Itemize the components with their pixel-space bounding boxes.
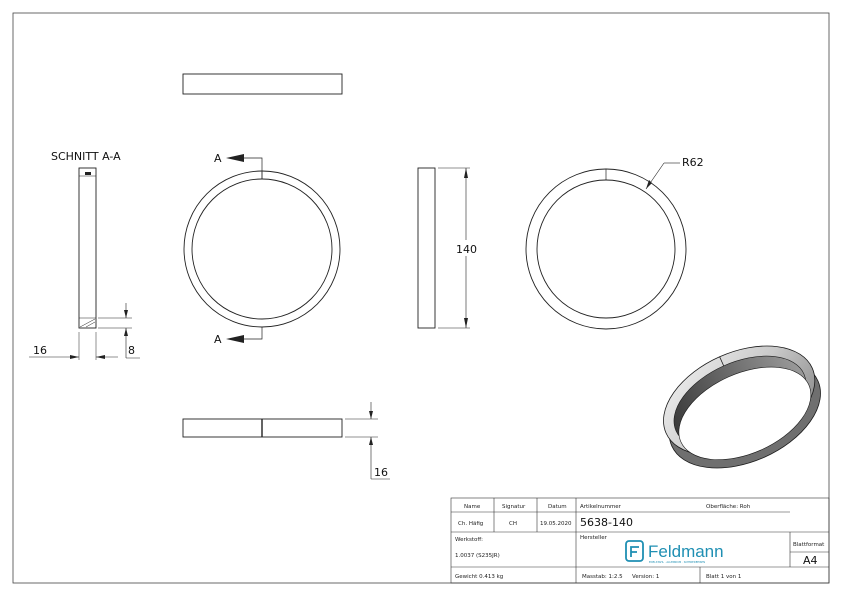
tb-artikel-label: Artikelnummer xyxy=(580,504,622,510)
tb-blattformat-label: Blattformat xyxy=(793,542,825,548)
tb-blattformat-value: A4 xyxy=(803,554,818,567)
tb-werkstoff-label: Werkstoff: xyxy=(455,537,483,543)
sheet-border xyxy=(12,12,830,584)
dim-radius: R62 xyxy=(682,156,704,169)
tb-oberflaeche: Oberfläche: Roh xyxy=(706,504,751,510)
feldmann-logo: Feldmann EDELSTAHL · ALUMINIUM · SCHMIED… xyxy=(625,540,724,564)
dim-diameter: 140 xyxy=(456,243,477,256)
tb-col-datum: Datum xyxy=(548,504,567,510)
tb-hersteller-label: Hersteller xyxy=(580,535,608,541)
dim-section-thickness: 8 xyxy=(128,344,135,357)
bottom-view: 16 xyxy=(182,402,390,480)
tb-artikel-value: 5638-140 xyxy=(580,516,633,529)
tb-col-signatur: Signatur xyxy=(502,504,526,510)
dim-section-width: 16 xyxy=(33,344,47,357)
brand-name: Feldmann xyxy=(648,542,724,561)
iso-ring-render xyxy=(663,345,821,469)
tb-version: Version: 1 xyxy=(632,574,659,580)
tb-blatt: Blatt 1 von 1 xyxy=(706,574,741,580)
section-marker-bottom: A xyxy=(214,333,222,346)
section-a-a-view: SCHNITT A-A 16 8 xyxy=(29,150,140,360)
title-block xyxy=(450,497,830,584)
tb-signatur: CH xyxy=(509,521,517,527)
tb-col-name: Name xyxy=(464,504,481,510)
tb-massstab: Masstab: 1:2.5 xyxy=(582,574,623,580)
tb-datum: 19.05.2020 xyxy=(540,521,572,527)
tb-werkstoff-value: 1.0037 (S235JR) xyxy=(455,553,500,559)
section-marker-top: A xyxy=(214,152,222,165)
side-view: 140 xyxy=(417,167,479,329)
brand-tagline: EDELSTAHL · ALUMINIUM · SCHMIEDEEISEN xyxy=(649,560,705,564)
top-view-rect xyxy=(182,73,343,95)
section-label: SCHNITT A-A xyxy=(51,150,121,163)
front-ring-view: A A xyxy=(183,152,341,346)
tb-gewicht: Gewicht 0.413 kg xyxy=(455,574,503,580)
right-ring-view: R62 xyxy=(525,156,704,330)
dim-bottom-height: 16 xyxy=(374,466,388,479)
tb-name: Ch. Häfig xyxy=(458,521,483,527)
